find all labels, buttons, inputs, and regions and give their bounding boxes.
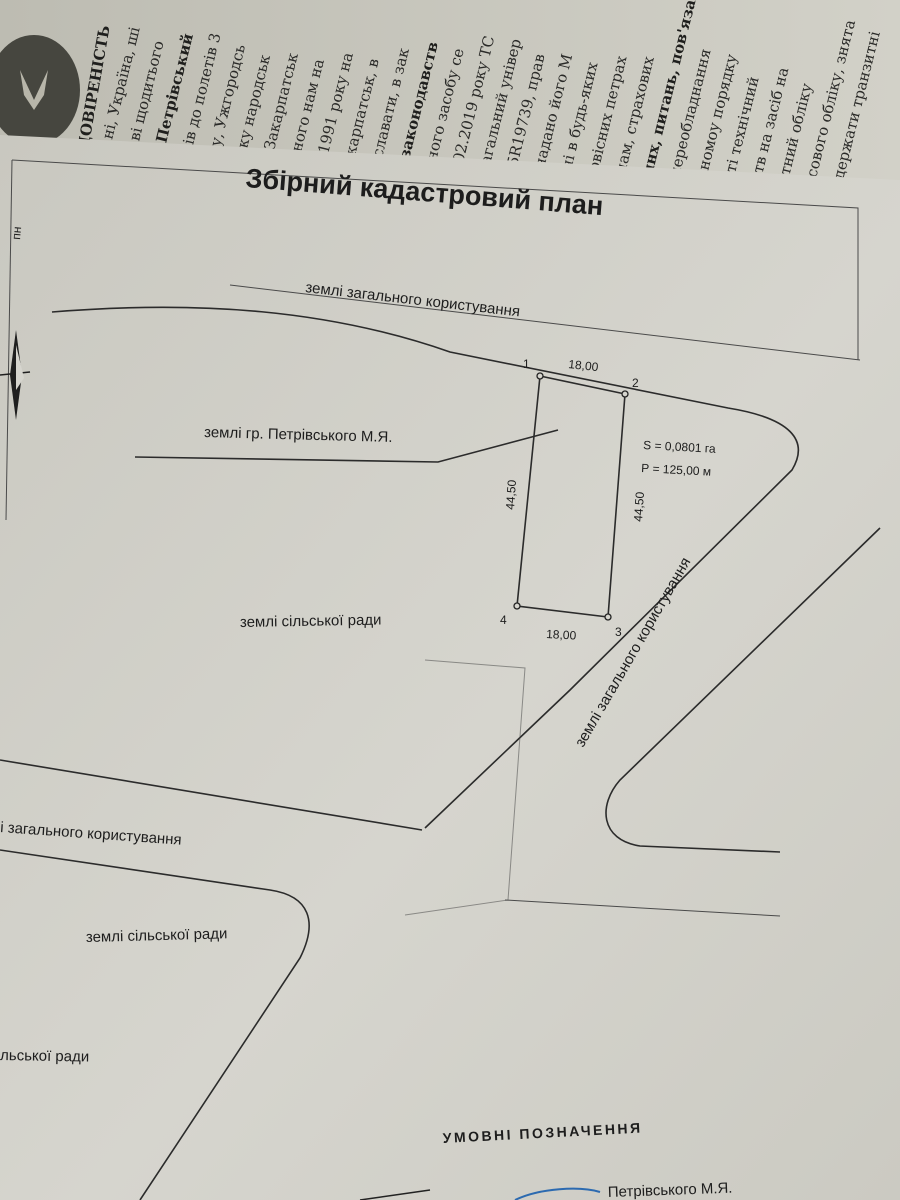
legend-item-1: Петрівського М.Я. bbox=[608, 1180, 733, 1200]
point-3-label: 3 bbox=[615, 625, 622, 639]
lower-road-boundary bbox=[0, 849, 310, 1200]
side-right-length: 44,50 bbox=[631, 491, 647, 522]
neighbor-boundary bbox=[134, 429, 559, 463]
sheet-frame-left bbox=[5, 159, 13, 521]
coat-of-arms-emblem bbox=[0, 35, 80, 145]
council-land-label: землі сільської ради bbox=[240, 612, 382, 631]
side-bottom-length: 18,00 bbox=[546, 627, 577, 643]
faint-block bbox=[404, 659, 526, 916]
parcel-area: S = 0,0801 га bbox=[643, 438, 716, 456]
vertex-1 bbox=[536, 372, 544, 380]
lower-road-right-edge bbox=[504, 899, 781, 917]
lower-left-road-boundary bbox=[0, 759, 423, 831]
vertex-4 bbox=[513, 602, 521, 610]
side-left-length: 44,50 bbox=[503, 479, 519, 510]
vertex-3 bbox=[604, 613, 612, 621]
legend-swatch-icon bbox=[359, 1187, 601, 1200]
point-2-label: 2 bbox=[632, 376, 639, 390]
vertex-2 bbox=[621, 390, 629, 398]
plan-sheet bbox=[0, 135, 900, 1200]
council-land-label-lower: землі сільської ради bbox=[86, 925, 228, 946]
sheet-frame bbox=[11, 159, 859, 360]
north-arrow-icon bbox=[0, 330, 31, 420]
side-top-length: 18,00 bbox=[568, 357, 600, 374]
neighbor-label: землі гр. Петрівського М.Я. bbox=[204, 424, 393, 446]
parcel-perimeter: Р = 125,00 м bbox=[641, 461, 712, 479]
diagonal-road-upper-edge bbox=[605, 527, 881, 853]
point-4-label: 4 bbox=[500, 613, 507, 627]
council-land-label-cut: льської ради bbox=[0, 1047, 89, 1066]
top-road-boundary bbox=[51, 306, 800, 829]
top-road-upper-line bbox=[229, 284, 861, 361]
point-1-label: 1 bbox=[523, 357, 530, 371]
north-mark: пн bbox=[9, 226, 24, 240]
